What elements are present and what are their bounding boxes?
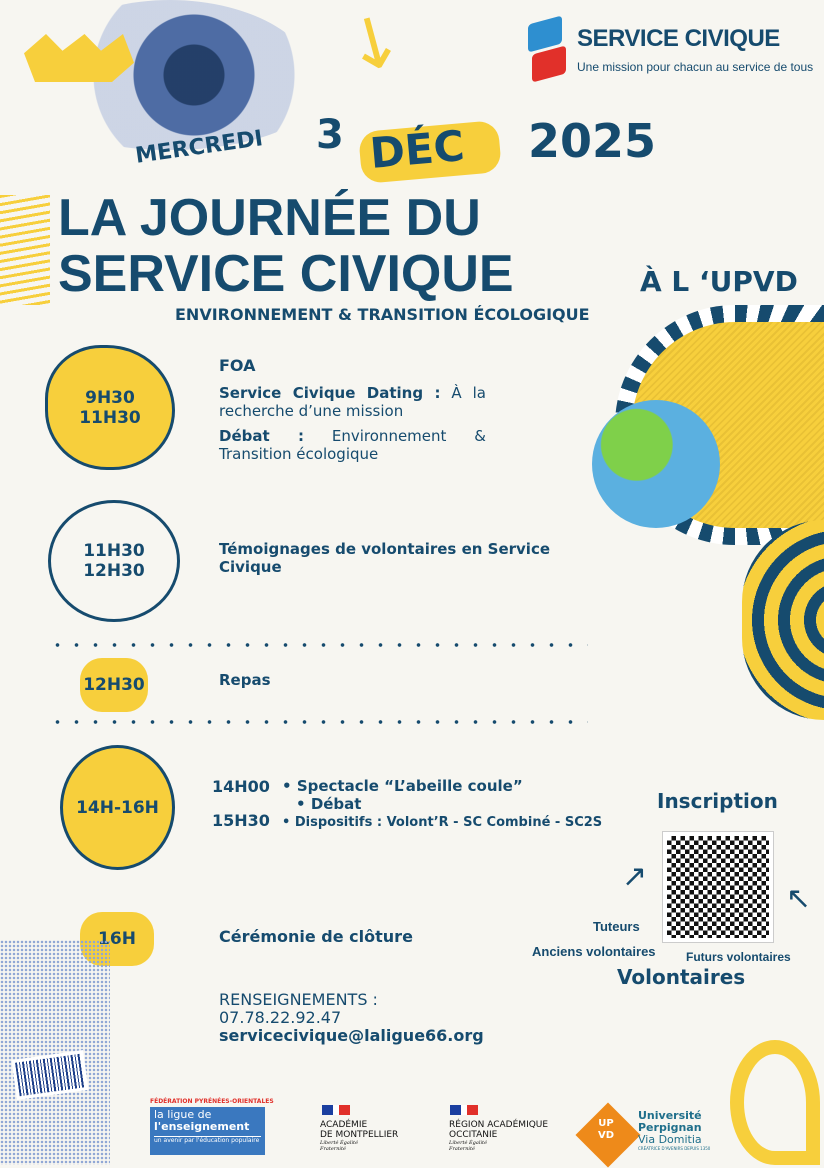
region-name1: RÉGION ACADÉMIQUE	[449, 1120, 549, 1130]
french-flag-icon	[450, 1105, 478, 1115]
session-heading: Témoignages de volontaires en Service Ci…	[219, 540, 551, 576]
sub-item-text: Débat	[310, 795, 362, 813]
title-line2: SERVICE CIVIQUE	[58, 245, 514, 303]
time-start: 14H-16H	[76, 797, 159, 818]
dotted-divider	[48, 720, 588, 724]
academie-motto: Liberté Égalité Fraternité	[320, 1140, 359, 1152]
badge-line1: UP	[598, 1118, 614, 1129]
title-location: À L ‘UPVD	[640, 265, 798, 298]
dotted-divider	[48, 643, 588, 647]
sub-item-text: Spectacle “L’abeille coule”	[296, 777, 523, 795]
contact-label: RENSEIGNEMENTS :	[219, 990, 378, 1009]
time-end: 11H30	[79, 407, 141, 428]
title-subtitle: ENVIRONNEMENT & TRANSITION ÉCOLOGIQUE	[175, 305, 590, 324]
brand-tagline: Une mission pour chacun au service de to…	[577, 60, 814, 74]
service-civique-logo	[528, 15, 568, 83]
ligue-logo: la ligue de l'enseignement un avenir par…	[150, 1107, 265, 1155]
ligue-name2: l'enseignement	[154, 1120, 250, 1133]
date-year: 2025	[528, 114, 657, 168]
academie-name1: ACADÉMIE	[320, 1120, 368, 1130]
session-heading: Repas	[219, 671, 271, 689]
arrow-icon: ↖	[786, 881, 812, 916]
time-start: 12H30	[83, 675, 145, 695]
inscription-title: Inscription	[657, 789, 778, 813]
sub-time: 15H30	[212, 811, 270, 830]
audience-anciens: Anciens volontaires	[532, 944, 656, 959]
audience-tuteurs: Tuteurs	[593, 919, 640, 934]
arrow-doodle: ↘	[328, 0, 421, 91]
time-end: 12H30	[83, 561, 145, 581]
region-motto: Liberté Égalité Fraternité	[449, 1140, 488, 1152]
upvd-tag: CRÉATRICE D'AVENIRS DEPUIS 1350	[638, 1146, 711, 1151]
upvd-name1: Université	[638, 1109, 702, 1122]
region-name2: OCCITANIE	[449, 1130, 498, 1140]
session-heading: Cérémonie de clôture	[219, 927, 413, 946]
badge-line2: VD	[598, 1130, 615, 1141]
statue-illustration	[0, 940, 110, 1165]
yellow-swirl	[730, 1040, 820, 1165]
audience-futurs: Futurs volontaires	[686, 950, 791, 964]
time-bubble-4: 14H-16H	[60, 745, 175, 870]
scribble-left	[0, 195, 50, 305]
sub-item: • Dispositifs : Volont’R - SC Combiné - …	[282, 815, 603, 830]
time-bubble-3: 12H30	[80, 658, 148, 712]
session-item: Débat : Environnement & Transition écolo…	[219, 427, 486, 463]
contact-email[interactable]: servicecivique@laligue66.org	[219, 1026, 484, 1045]
sub-item: • Débat	[296, 795, 362, 813]
item-text: À la recherche d’une mission	[219, 384, 486, 420]
upvd-name2: Perpignan	[638, 1121, 702, 1134]
globe-icon	[592, 400, 720, 528]
sub-item-text: Dispositifs : Volont’R - SC Combiné - SC…	[294, 815, 603, 830]
region-logo: RÉGION ACADÉMIQUE OCCITANIE Liberté Égal…	[449, 1120, 548, 1152]
crown-doodle	[24, 34, 134, 82]
academie-name2: DE MONTPELLIER	[320, 1130, 399, 1140]
academie-logo: ACADÉMIE DE MONTPELLIER Liberté Égalité …	[320, 1120, 398, 1152]
upvd-name3: Via Domitia	[638, 1133, 702, 1146]
concentric-circles	[742, 520, 824, 720]
date-day: 3	[316, 112, 344, 158]
qr-code[interactable]	[662, 831, 774, 943]
sub-time: 14H00	[212, 777, 270, 796]
contact-phone[interactable]: 07.78.22.92.47	[219, 1008, 342, 1027]
time-start: 9H30	[85, 387, 135, 408]
session-item: Service Civique Dating : À la recherche …	[219, 384, 486, 420]
time-start: 11H30	[83, 541, 145, 561]
item-label: Débat :	[219, 427, 304, 445]
ligue-name1: la ligue de	[154, 1108, 212, 1121]
date-month: DÉC	[368, 120, 467, 179]
upvd-logo: Université Perpignan Via Domitia CRÉATRI…	[638, 1110, 710, 1152]
item-label: Service Civique Dating :	[219, 384, 441, 402]
audience-volontaires: Volontaires	[617, 965, 746, 989]
ligue-federation: FÉDÉRATION PYRÉNÉES-ORIENTALES	[150, 1098, 274, 1105]
brand-name: SERVICE CIVIQUE	[577, 25, 780, 52]
item-text: Environnement & Transition écologique	[219, 427, 486, 463]
french-flag-icon	[322, 1105, 350, 1115]
title-line1: LA JOURNÉE DU	[58, 189, 481, 247]
ligue-slogan: un avenir par l'éducation populaire	[154, 1136, 261, 1144]
session-heading: FOA	[219, 356, 256, 375]
sub-item: • Spectacle “L’abeille coule”	[282, 777, 523, 795]
arrow-icon: ↗	[622, 859, 648, 894]
